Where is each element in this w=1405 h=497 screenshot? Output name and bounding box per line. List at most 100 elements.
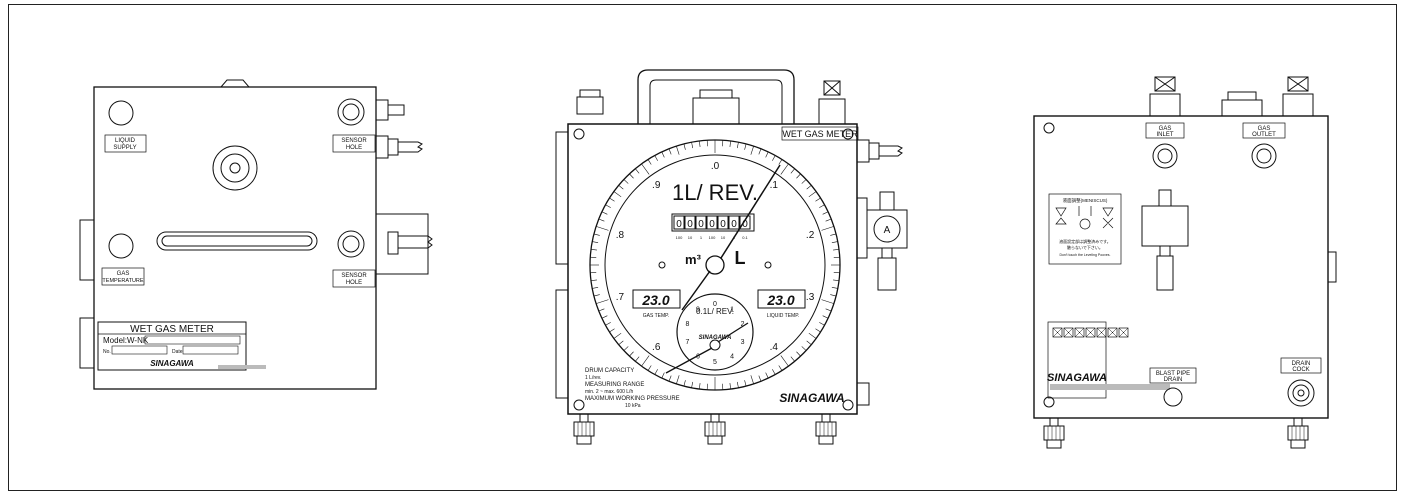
- dial-tick: [668, 148, 672, 155]
- small-dial-number: 6: [696, 353, 700, 360]
- dial-tick: [772, 155, 776, 161]
- drawing-frame: [8, 4, 1397, 491]
- pointer-hub: [705, 255, 725, 275]
- foot-knob: [573, 421, 595, 437]
- right-hose-barb: [879, 145, 903, 157]
- dial-tick: [668, 375, 672, 382]
- liquid-temp-display: [757, 289, 806, 309]
- gas-outlet-port: [1251, 143, 1277, 169]
- dial-tick: [605, 204, 611, 208]
- small-dial-number: 8: [685, 321, 689, 328]
- counter-scale: 10: [688, 235, 693, 240]
- liquid-temp-text: LIQUID TEMP.: [767, 313, 800, 319]
- liquid-supply-port: [108, 100, 134, 126]
- foot-base: [576, 435, 592, 445]
- gas-inlet-port-inner: [1157, 148, 1173, 164]
- dial-tick: [806, 340, 812, 345]
- hatch-box: [1096, 327, 1107, 338]
- center-fitting-ring: [220, 153, 250, 183]
- hatched-plate: [1047, 321, 1107, 399]
- liquid-supply-label: LIQUID: [115, 138, 136, 144]
- counter-digit: 0: [731, 219, 737, 230]
- counter-digit-box: [728, 215, 740, 230]
- outlet-port: [1221, 99, 1263, 117]
- foot-knob: [1043, 425, 1065, 441]
- dial-tick: [623, 179, 629, 184]
- rev-label: 1L/ REV.: [672, 180, 758, 205]
- counter-digit: 0: [698, 219, 704, 230]
- unit-m3: m³: [685, 252, 702, 267]
- gas-inlet-label-2: INLET: [1156, 132, 1173, 138]
- dial-tick: [683, 143, 686, 150]
- hatch-box: [1052, 327, 1063, 338]
- small-pointer: [665, 347, 713, 374]
- hatch-box-cross: [1074, 327, 1085, 338]
- top-right-valve-head: [823, 80, 841, 96]
- dial-tick: [790, 356, 795, 362]
- sensor-hole-top-inner: [342, 103, 360, 121]
- dial-tick: [737, 381, 739, 388]
- level-thumbscrew: [877, 257, 897, 291]
- top-right-valve: [818, 98, 846, 125]
- dial-tick: [699, 140, 701, 147]
- meniscus-note-1: 液面設定部は調整済みです。: [1059, 238, 1111, 244]
- counter-digit: 0: [742, 219, 748, 230]
- hatch-boxes: [1052, 327, 1129, 338]
- counter-digit-box: [706, 215, 718, 230]
- dial-tick: [635, 356, 640, 362]
- dial-number: .8: [616, 230, 625, 241]
- hatch-box: [1118, 327, 1129, 338]
- level-adjuster: [1141, 205, 1189, 247]
- corner-screw: [1043, 396, 1055, 408]
- foot-base: [818, 435, 834, 445]
- dial-tick: [605, 322, 611, 326]
- dial-number: .0: [711, 161, 720, 172]
- drain-cock-hub: [1297, 389, 1305, 397]
- side-bracket: [375, 213, 429, 275]
- left-tab: [79, 219, 95, 281]
- sensor-hole-label-4: HOLE: [346, 280, 362, 286]
- dial-tick: [676, 146, 680, 155]
- dial-tick: [806, 185, 812, 190]
- dial-tick: [780, 163, 789, 175]
- outlet-port-cap: [1227, 91, 1257, 101]
- dial-tick: [691, 381, 693, 388]
- dial-number: .3: [806, 292, 815, 303]
- adjuster-stem: [1159, 245, 1171, 257]
- blast-pipe-label-box: [1149, 367, 1197, 384]
- left-rail-lower: [555, 289, 569, 399]
- dial-tick: [609, 328, 615, 333]
- dial-tick: [590, 279, 597, 281]
- foot-base: [1046, 439, 1062, 449]
- sensor-hole-label-box-2: [332, 269, 376, 288]
- rear-feet: [1043, 417, 1309, 449]
- dial-tick: [778, 159, 783, 165]
- meniscus-label: [1048, 193, 1122, 265]
- hatch-box-cross: [1096, 327, 1107, 338]
- counter-digit-box: [695, 215, 707, 230]
- counter-digit: 0: [687, 219, 693, 230]
- knurled-knob-cap: [579, 89, 601, 98]
- spec-line-2: 1 L/rev.: [585, 375, 601, 381]
- rear-valve: [1282, 93, 1314, 117]
- foot-stem: [579, 413, 589, 423]
- model-field: [144, 335, 241, 345]
- hatch-box-cross: [1118, 327, 1129, 338]
- spec-line-6: 10 kPa: [625, 403, 641, 409]
- small-dial-number: 4: [730, 353, 734, 360]
- dial-tick: [601, 211, 608, 215]
- drain-cock-label-box: [1280, 357, 1322, 374]
- dial-tick: [758, 375, 762, 382]
- dial-dot: [658, 261, 666, 269]
- dial-tick: [808, 332, 817, 339]
- counter-scale: 0.1: [742, 235, 748, 240]
- connector-mid: [375, 135, 389, 159]
- gas-inlet-label: GAS: [1159, 126, 1172, 132]
- drain-cock-label-2: COCK: [1292, 367, 1309, 373]
- dial-tick: [592, 241, 599, 243]
- sensor-hole-label-3: SENSOR: [341, 273, 367, 279]
- meniscus-symbols-bottom: [1055, 217, 1114, 230]
- drain-cock: [1287, 379, 1315, 407]
- nameplate: [97, 321, 247, 371]
